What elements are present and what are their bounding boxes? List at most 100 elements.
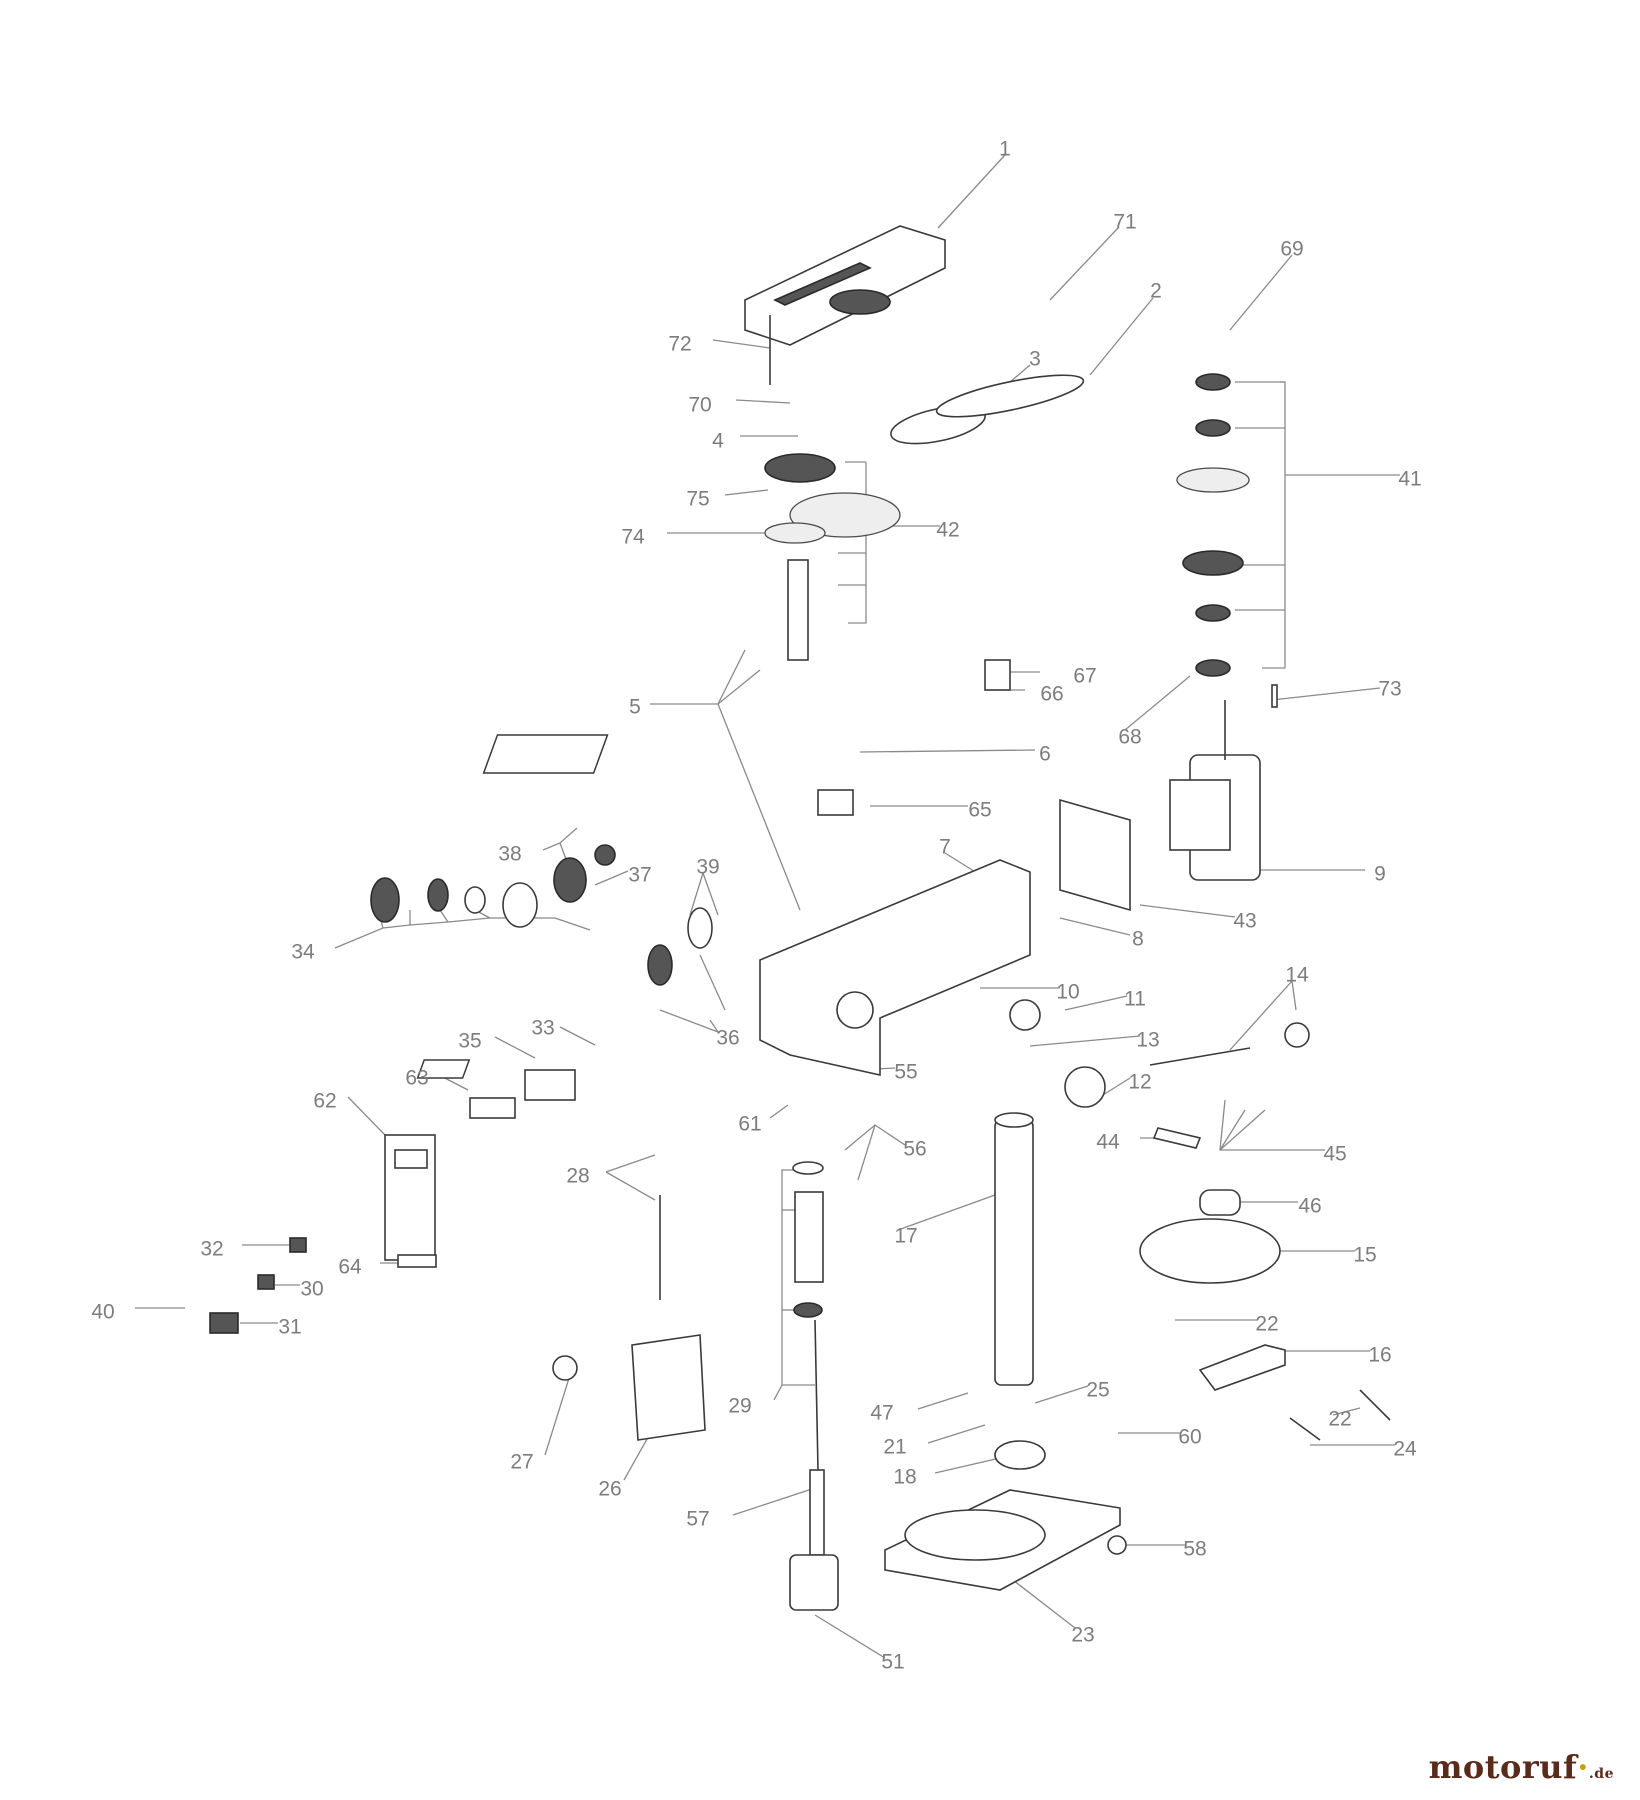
callout-64: 64 xyxy=(338,1256,362,1279)
callout-58: 58 xyxy=(1183,1538,1206,1561)
ring-34b xyxy=(427,878,449,912)
callout-25: 25 xyxy=(1086,1379,1109,1402)
callout-23: 23 xyxy=(1071,1624,1094,1647)
callout-35: 35 xyxy=(458,1030,481,1053)
callout-21: 21 xyxy=(883,1436,906,1459)
callout-67: 67 xyxy=(1073,665,1096,688)
brand-name: motoruf xyxy=(1428,1748,1578,1786)
callout-33: 33 xyxy=(531,1017,554,1040)
callout-40: 40 xyxy=(91,1301,114,1324)
clamp-18 xyxy=(994,1440,1046,1470)
callout-36: 36 xyxy=(716,1027,739,1050)
handle-24 xyxy=(1289,1417,1321,1441)
head-casting xyxy=(759,859,1031,1076)
switch-32 xyxy=(289,1237,307,1253)
panel-display xyxy=(394,1149,428,1169)
ring-29 xyxy=(792,1161,824,1175)
callout-62: 62 xyxy=(313,1090,336,1113)
handle-22 xyxy=(1359,1389,1391,1421)
gearbox-6 xyxy=(482,734,609,774)
callout-10: 10 xyxy=(1056,981,1079,1004)
pulley-41a xyxy=(1195,373,1231,391)
callout-42: 42 xyxy=(936,519,959,542)
pulley-41c xyxy=(1176,467,1250,493)
chuck-51 xyxy=(789,1554,839,1611)
switch-30 xyxy=(257,1274,275,1290)
belt-2 xyxy=(935,374,1085,418)
knob-11 xyxy=(1009,999,1041,1031)
callout-28: 28 xyxy=(566,1165,589,1188)
callout-45: 45 xyxy=(1323,1143,1346,1166)
callout-47: 47 xyxy=(870,1402,893,1425)
head-port xyxy=(836,991,874,1029)
callout-6: 6 xyxy=(1039,743,1051,766)
callout-27: 27 xyxy=(510,1451,533,1474)
callout-13: 13 xyxy=(1136,1029,1159,1052)
bracket-67 xyxy=(984,659,1011,691)
plate-74 xyxy=(764,522,826,544)
knob-27 xyxy=(552,1355,578,1381)
nut-58 xyxy=(1107,1535,1127,1555)
callout-63: 63 xyxy=(405,1067,428,1090)
callout-31: 31 xyxy=(278,1316,301,1339)
callout-38: 38 xyxy=(498,843,521,866)
callout-5: 5 xyxy=(629,696,641,719)
callout-11: 11 xyxy=(1124,988,1146,1011)
callout-22: 22 xyxy=(1328,1408,1351,1431)
switch-31 xyxy=(209,1312,239,1334)
table-15 xyxy=(1139,1218,1281,1284)
callout-65: 65 xyxy=(968,799,991,822)
callout-75: 75 xyxy=(686,488,709,511)
callout-18: 18 xyxy=(893,1466,916,1489)
callout-69: 69 xyxy=(1280,238,1303,261)
column-17 xyxy=(994,1119,1034,1386)
guard-26 xyxy=(631,1334,706,1441)
callout-22: 22 xyxy=(1255,1313,1278,1336)
top-cover-logo xyxy=(773,262,872,306)
callout-56: 56 xyxy=(903,1138,926,1161)
brand-logo: motoruf·.de xyxy=(1428,1748,1614,1786)
rod-14 xyxy=(1149,1047,1251,1066)
callout-1: 1 xyxy=(999,138,1011,161)
callout-66: 66 xyxy=(1040,683,1063,706)
callout-34: 34 xyxy=(291,941,315,964)
plate-39 xyxy=(687,907,713,949)
ring-41e xyxy=(1195,604,1231,622)
callout-37: 37 xyxy=(628,864,651,887)
brand-tld: .de xyxy=(1588,1766,1614,1782)
callout-43: 43 xyxy=(1233,910,1256,933)
column-top xyxy=(994,1112,1034,1128)
arm-16 xyxy=(1198,1344,1286,1391)
callout-74: 74 xyxy=(621,526,645,549)
callout-7: 7 xyxy=(939,836,951,859)
callout-60: 60 xyxy=(1178,1426,1201,1449)
pulley-34d xyxy=(502,882,538,928)
ball-14 xyxy=(1284,1022,1310,1048)
callout-70: 70 xyxy=(688,394,711,417)
spindle-57 xyxy=(809,1469,825,1556)
collar-46 xyxy=(1199,1189,1241,1216)
ring-41b xyxy=(1195,419,1231,437)
callout-71: 71 xyxy=(1113,211,1136,234)
callout-16: 16 xyxy=(1368,1344,1391,1367)
pinion-38 xyxy=(553,857,587,903)
callout-46: 46 xyxy=(1298,1195,1321,1218)
key-44 xyxy=(1152,1127,1202,1149)
shaft-5 xyxy=(787,559,809,661)
pulley-41d xyxy=(1182,550,1244,576)
callout-72: 72 xyxy=(668,333,691,356)
callout-57: 57 xyxy=(686,1508,709,1531)
callout-14: 14 xyxy=(1285,964,1309,987)
callout-24: 24 xyxy=(1393,1438,1417,1461)
top-cover xyxy=(744,225,946,346)
callout-26: 26 xyxy=(598,1478,621,1501)
plate-55 xyxy=(416,1059,471,1079)
callout-2: 2 xyxy=(1150,280,1162,303)
callout-17: 17 xyxy=(894,1225,917,1248)
bracket-63 xyxy=(469,1097,516,1119)
callout-29: 29 xyxy=(728,1395,751,1418)
base-plate xyxy=(904,1509,1046,1561)
callout-12: 12 xyxy=(1128,1071,1151,1094)
callout-51: 51 xyxy=(881,1651,904,1674)
